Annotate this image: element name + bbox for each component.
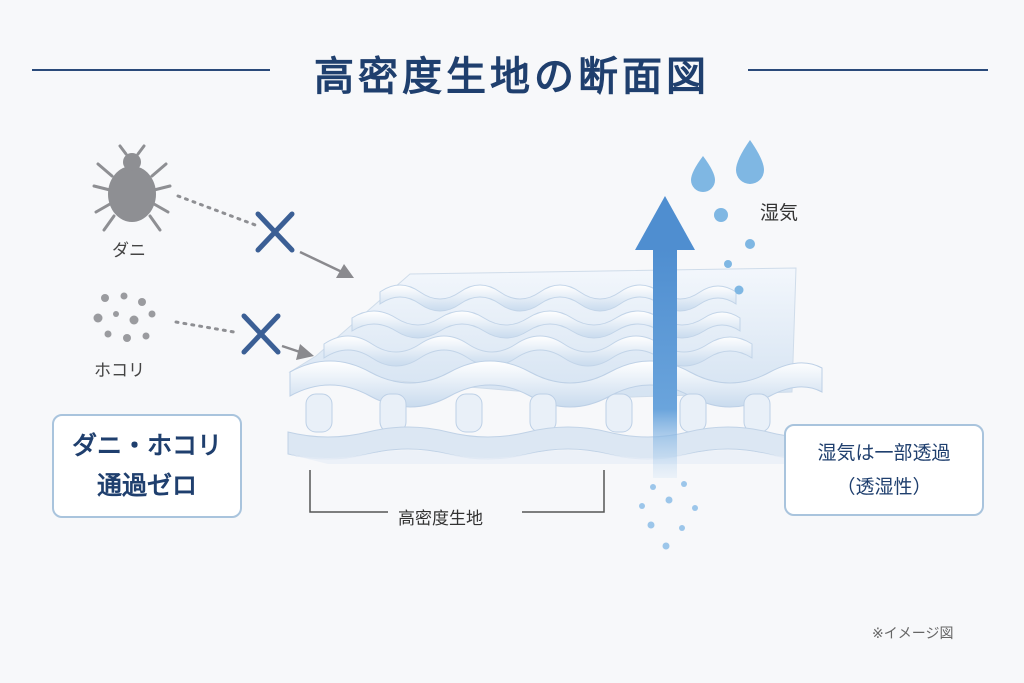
barrier-callout-line1: ダニ・ホコリ <box>71 431 222 460</box>
fabric-bracket <box>309 470 605 513</box>
breathability-callout-line2: （透湿性） <box>836 476 932 498</box>
mite-blocked-path <box>176 194 354 278</box>
title-row: 高密度生地の断面図 <box>0 40 1024 100</box>
moisture-arrow <box>635 196 695 478</box>
droplet-icons <box>691 140 764 295</box>
fabric-block <box>287 267 823 464</box>
title-rule-left <box>32 69 270 71</box>
vapor-dots <box>639 481 698 550</box>
dust-blocked-path <box>174 320 314 360</box>
mite-icon <box>92 144 172 232</box>
mite-cross-icon <box>255 211 295 253</box>
breathability-callout: 湿気は一部透過 （透湿性） <box>784 424 984 516</box>
dust-label: ホコリ <box>94 361 145 381</box>
barrier-callout: ダニ・ホコリ 通過ゼロ <box>52 414 242 518</box>
page-title: 高密度生地の断面図 <box>314 54 710 100</box>
image-note: ※イメージ図 <box>872 626 954 642</box>
mite-label: ダニ <box>112 241 146 261</box>
fabric-label: 高密度生地 <box>392 504 489 529</box>
moisture-label: 湿気 <box>760 202 799 224</box>
title-rule-right <box>748 69 988 71</box>
dust-cross-icon <box>241 313 281 355</box>
dust-icon <box>93 292 156 342</box>
breathability-callout-line1: 湿気は一部透過 <box>817 442 951 464</box>
barrier-callout-line2: 通過ゼロ <box>96 471 197 500</box>
